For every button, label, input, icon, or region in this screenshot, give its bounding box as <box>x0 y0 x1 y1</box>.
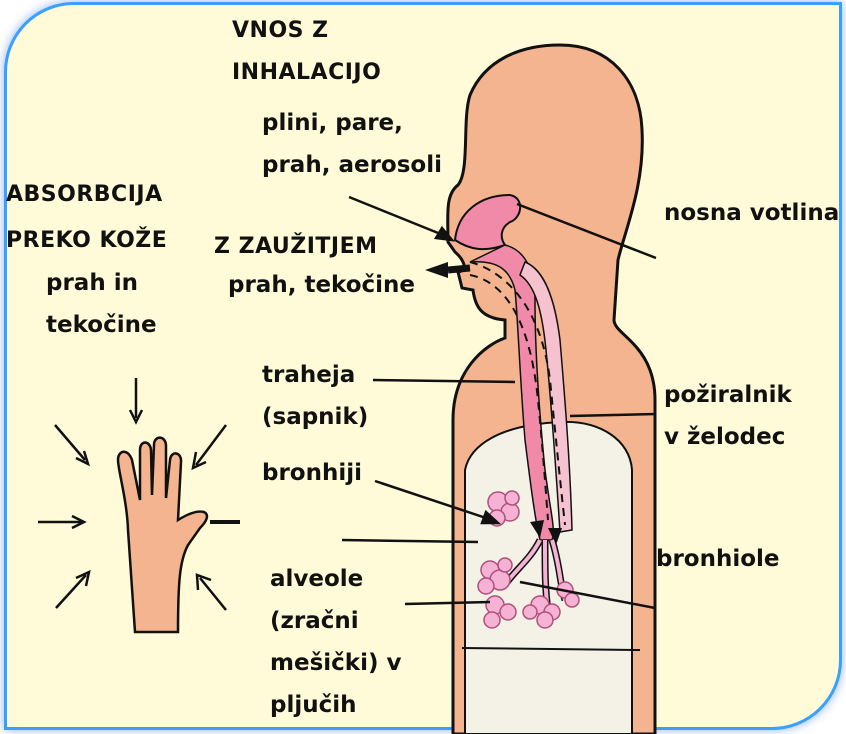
ingestion-arrow <box>425 262 448 278</box>
inhalation-title-2: INHALACIJO <box>232 60 381 85</box>
nasal-cavity-label: nosna votlina <box>664 200 839 226</box>
esophagus-label-2: v želodec <box>664 424 785 450</box>
skin-title-1: ABSORBCIJA <box>6 182 163 207</box>
alveoli-label-3: mešički) v <box>270 650 401 676</box>
trachea-label-1: traheja <box>262 362 355 388</box>
bronchi-label: bronhiji <box>262 460 362 486</box>
skin-item-1: prah in <box>46 270 138 296</box>
ingestion-title: Z ZAUŽITJEM <box>214 234 378 259</box>
bronchioles-label: bronhiole <box>656 546 780 572</box>
inhalation-item-2: prah, aerosoli <box>262 152 442 178</box>
alveoli-label-4: pljučih <box>270 692 357 718</box>
skin-item-2: tekočine <box>46 312 157 338</box>
alveoli-label-1: alveole <box>270 566 363 592</box>
esophagus-label-1: požiralnik <box>664 382 792 408</box>
ingestion-items: prah, tekočine <box>228 272 415 298</box>
alveoli-label-2: (zračni <box>270 608 359 634</box>
skin-title-2: PREKO KOŽE <box>6 228 167 253</box>
inhalation-item-1: plini, pare, <box>262 110 403 136</box>
trachea-label-2: (sapnik) <box>262 404 368 430</box>
inhalation-title-1: VNOS Z <box>232 18 329 43</box>
